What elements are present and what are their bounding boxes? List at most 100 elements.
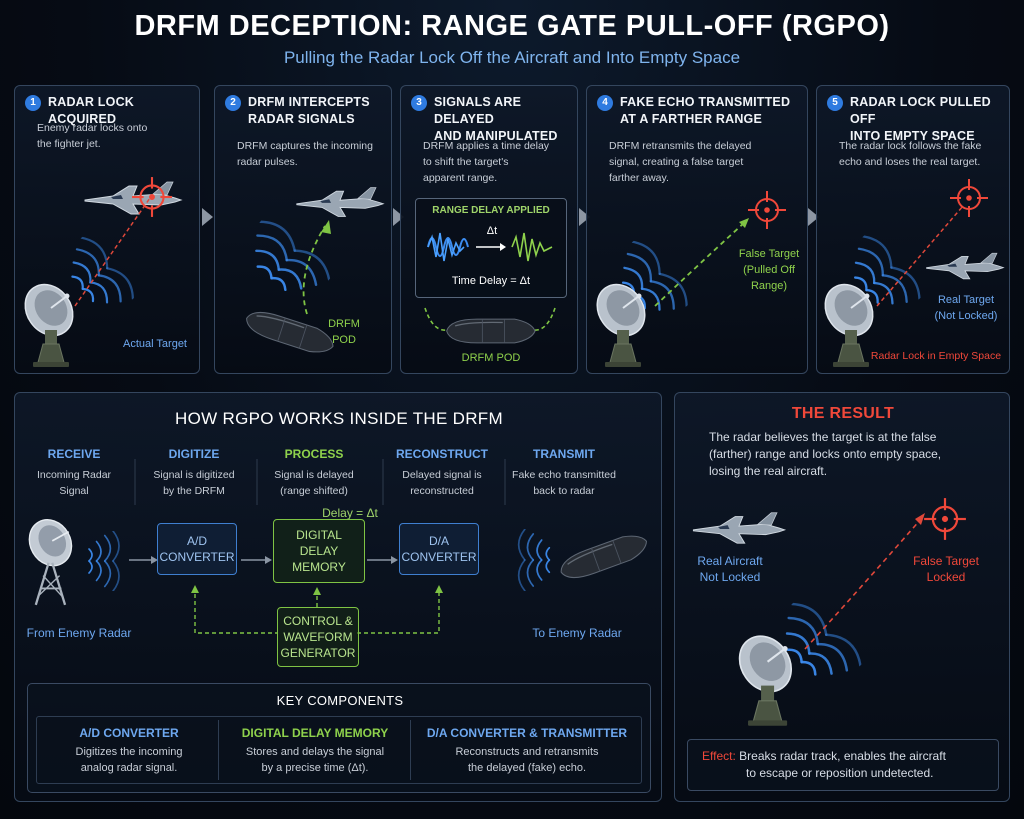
radar-dish-icon: [735, 629, 803, 727]
fighter-jet-icon: [296, 187, 384, 217]
radar-beam-illustration: [21, 176, 182, 368]
result-illustration: [692, 497, 967, 727]
outgoing-wave-icon: [517, 529, 551, 591]
radar-wave-icon: [235, 213, 337, 309]
result-description: The radar believes the target is at the …: [709, 430, 942, 478]
from-enemy-radar-label: From Enemy Radar: [26, 626, 132, 640]
receive-heading: RECEIVE: [47, 447, 101, 461]
step-number-badge: 5: [827, 95, 843, 111]
process-description: Signal is delayed(range shifted): [274, 469, 354, 497]
step-number-badge: 4: [597, 95, 613, 111]
digitize-heading: DIGITIZE: [168, 447, 220, 461]
key-components-title: KEY COMPONENTS: [276, 693, 404, 708]
page-subtitle: Pulling the Radar Lock Off the Aircraft …: [283, 48, 741, 67]
effect-label: Effect:: [702, 749, 736, 763]
to-enemy-radar-label: To Enemy Radar: [532, 626, 622, 640]
process-heading: PROCESS: [284, 447, 344, 461]
fake-echo-illustration: [593, 190, 787, 368]
transmit-heading: TRANSMIT: [533, 447, 595, 461]
flow-arrow-icon: [579, 208, 590, 226]
incoming-wave-icon: [88, 531, 120, 591]
drfm-pod-label: DRFM POD: [461, 352, 521, 364]
real-aircraft-icon: [692, 512, 786, 544]
step-1-header: 1 RADAR LOCK ACQUIRED: [25, 94, 199, 128]
result-title: THE RESULT: [791, 405, 895, 422]
step-number-badge: 3: [411, 95, 427, 111]
false-target-reticle-icon: [923, 497, 967, 541]
key-da-heading: D/A CONVERTER & TRANSMITTER: [426, 726, 628, 740]
false-target-reticle-icon: [747, 190, 787, 230]
effect-box: Effect: Breaks radar track, enables the …: [687, 739, 999, 791]
pod-illustration: [424, 307, 556, 344]
key-ad-heading: A/D CONVERTER: [79, 726, 179, 740]
key-components-box: KEY COMPONENTS A/D CONVERTER Digitizes t…: [27, 683, 651, 793]
lock-pulled-illustration: [821, 178, 1004, 368]
flow-arrow-icon: [808, 208, 819, 226]
result-panel: THE RESULT The radar believes the target…: [674, 392, 1010, 802]
intercept-illustration: [235, 187, 384, 359]
delay-label: Delay = Δt: [322, 506, 378, 520]
radar-tower-icon: [23, 515, 81, 607]
how-it-works-panel: HOW RGPO WORKS INSIDE THE DRFM RECEIVE I…: [14, 392, 662, 802]
actual-target-label: Actual Target: [122, 338, 187, 350]
flow-arrow-icon: [393, 208, 404, 226]
delta-label: Δt: [486, 225, 498, 237]
step-1-title: RADAR LOCK ACQUIRED: [48, 95, 135, 126]
real-target-label: Real Target(Not Locked): [934, 294, 998, 322]
signal-flow-diagram: [23, 459, 652, 634]
how-it-works-title: HOW RGPO WORKS INSIDE THE DRFM: [175, 409, 503, 428]
waveform-illustration: [427, 232, 553, 262]
step-number-badge: 2: [225, 95, 241, 111]
step-panel-1: 1 RADAR LOCK ACQUIRED Enemy radar locks …: [14, 85, 200, 374]
key-memory-heading: DIGITAL DELAY MEMORY: [241, 726, 389, 740]
flow-arrow-icon: [202, 208, 213, 226]
drfm-pod-icon: [446, 318, 536, 344]
page-title: DRFM DECEPTION: RANGE GATE PULL-OFF (RGP…: [134, 10, 890, 42]
radar-dish-icon: [21, 278, 84, 368]
effect-text-line-1: Breaks radar track, enables the aircraft: [739, 749, 946, 763]
real-aircraft-icon: [926, 252, 1004, 280]
range-delay-title: RANGE DELAY APPLIED: [432, 205, 550, 216]
step-number-badge: 1: [25, 95, 41, 111]
time-delay-label: Time Delay = Δt: [451, 275, 531, 287]
empty-lock-reticle-icon: [949, 178, 989, 218]
reconstruct-heading: RECONSTRUCT: [396, 447, 488, 461]
effect-text-line-2: to escape or reposition undetected.: [746, 766, 934, 780]
range-delay-box: RANGE DELAY APPLIED Δt Time Delay = Δt: [415, 198, 567, 298]
key-components-inner: [36, 716, 642, 784]
empty-space-label: Radar Lock in Empty Space: [870, 350, 1002, 362]
drfm-pod-icon: [556, 529, 652, 585]
